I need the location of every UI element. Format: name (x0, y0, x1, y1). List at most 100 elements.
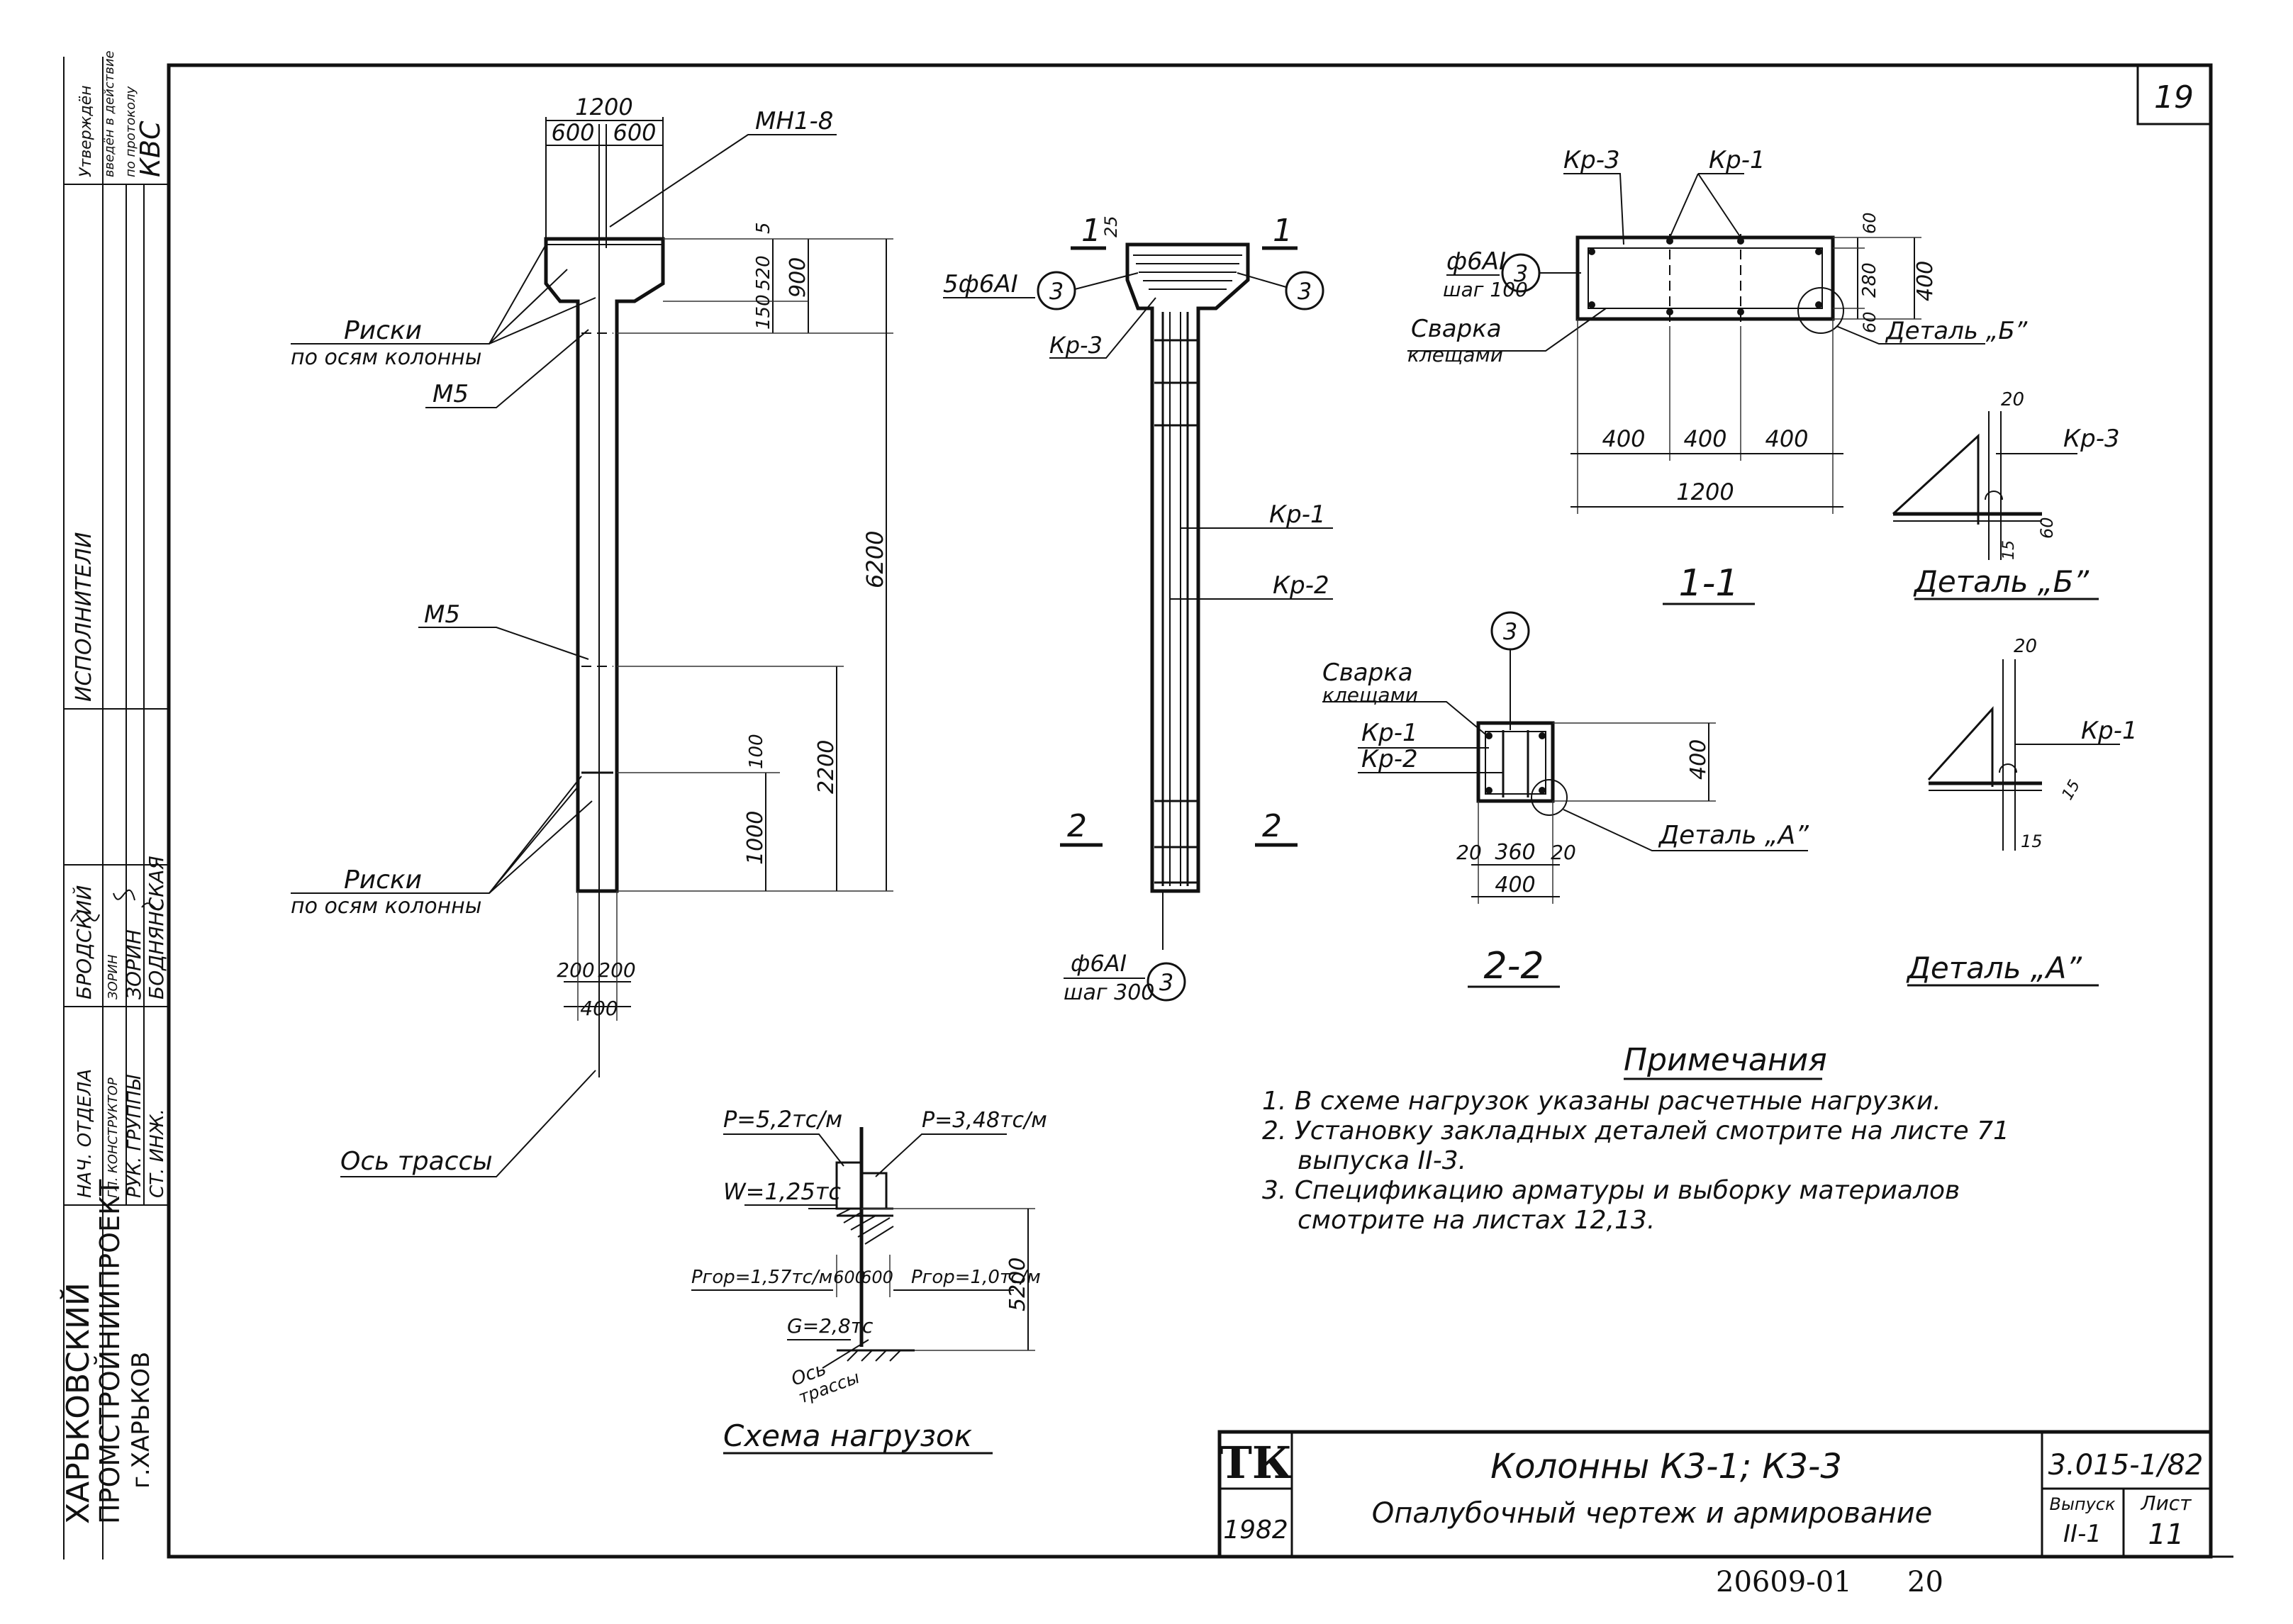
re-pos-3-left: 3 (1049, 278, 1064, 305)
formwork-elevation: 1200 600 600 МН1-8 5 520 150 900 6200 22… (291, 94, 893, 1177)
detail-b-dim-15: 15 (2000, 540, 2018, 560)
stamp-line-2: введён в действие (102, 50, 117, 177)
tb-subtitle: Опалубочный чертеж и армирование (1372, 1497, 1932, 1530)
sheet-number-box: 19 (2136, 65, 2211, 125)
ls-title: Схема нагрузок (723, 1418, 973, 1453)
fw-dim-200-right: 200 (598, 958, 635, 982)
left-stamp-strip: Утверждён введён в действие по протоколу… (59, 50, 169, 1559)
section-1-1: Кр-3 Кр-1 ф6АI шаг 100 3 Сварка клещами … (1407, 146, 2028, 605)
s22-detail-ref: Деталь „А” (1658, 821, 1809, 850)
detail-b-dim-60: 60 (2037, 517, 2057, 539)
re-dim-25: 25 (1101, 215, 1121, 237)
s11-dim-400-c: 400 (1765, 425, 1808, 452)
fw-dim-200-left: 200 (557, 958, 594, 982)
ls-p-right: Р=3,48тс/м (922, 1108, 1047, 1133)
stamp-line-3: по протоколу (123, 86, 138, 177)
stamp-line-1: Утверждён (77, 85, 95, 177)
tb-sheet-label: Лист (2141, 1491, 2192, 1515)
fw-marks-label-1: Риски (344, 316, 422, 345)
detail-a-dim-20: 20 (2014, 636, 2037, 657)
s11-detail-ref: Деталь „Б” (1885, 317, 2028, 345)
reinforcement-elevation: 1 1 25 5ф6АI 3 3 Кр-3 Кр-1 Кр-2 2 2 ф6АI… (943, 213, 1333, 1005)
s11-dim-400-v: 400 (1913, 261, 1938, 301)
fw-dim-520: 520 (753, 255, 774, 291)
re-pos-3-bottom: 3 (1159, 969, 1173, 996)
s11-bar-1: ф6АI (1446, 247, 1506, 276)
s11-title: 1-1 (1679, 562, 1739, 605)
note-1: 1. В схеме нагрузок указаны расчетные на… (1262, 1087, 1941, 1116)
re-kr3: Кр-3 (1049, 332, 1103, 359)
ls-wind: W=1,25тс (723, 1178, 841, 1205)
s11-weld-1: Сварка (1411, 315, 1502, 343)
ls-p-hor-right: Ргор=1,0тс/м (911, 1267, 1041, 1288)
ls-dim-600-b: 600 (861, 1267, 893, 1287)
fw-dim-600-right: 600 (613, 119, 656, 146)
name-1: БРОДСКИЙ (72, 885, 96, 999)
title-block: ТК 1982 Колонны К3-1; К3-3 Опалубочный ч… (1217, 1430, 2213, 1559)
detail-b-title: Деталь „Б” (1913, 564, 2090, 599)
tb-year: 1982 (1223, 1516, 1288, 1545)
fw-dim-400: 400 (580, 997, 618, 1020)
fw-marks-lower-2: по осям колонны (291, 894, 482, 919)
s22-dim-20-right: 20 (1551, 841, 1576, 864)
signatures (70, 889, 164, 922)
s11-kr3: Кр-3 (1563, 146, 1620, 174)
fw-embedded-part: МН1-8 (755, 107, 833, 135)
name-2: ЗОРИН (106, 954, 121, 999)
ls-dim-600-a: 600 (833, 1267, 866, 1287)
re-section-2-right: 2 (1262, 808, 1282, 844)
tb-series: 3.015-1/82 (2048, 1449, 2204, 1482)
note-3: 3. Спецификацию арматуры и выборку матер… (1262, 1176, 1960, 1205)
org-line-2: ПРОМСТРОЙНИИПРОЕКТ (94, 1179, 125, 1524)
notes-heading: Примечания (1624, 1042, 1827, 1078)
ls-weight: G=2,8тс (787, 1314, 874, 1338)
s22-kr2: Кр-2 (1361, 745, 1418, 773)
s22-dim-400-v: 400 (1686, 739, 1711, 780)
note-2-cont: выпуска II-3. (1298, 1146, 1466, 1175)
re-section-1-right: 1 (1273, 213, 1293, 249)
re-stirrup-1: ф6АI (1071, 950, 1127, 977)
footer-inventory: 20609-01 (1716, 1566, 1852, 1598)
s22-pos-3: 3 (1503, 618, 1517, 645)
detail-a-title: Деталь „А” (1906, 951, 2082, 985)
re-pos-3-right: 3 (1298, 278, 1312, 305)
org-line-1: ХАРЬКОВСКИЙ (59, 1282, 96, 1524)
section-2-2: 3 Сварка клещами Кр-1 Кр-2 400 Деталь „А… (1322, 611, 1809, 988)
s22-weld-1: Сварка (1322, 659, 1413, 687)
s11-dim-280: 280 (1859, 262, 1880, 298)
re-rebar-top: 5ф6АI (943, 270, 1018, 298)
name-4: БОДНЯНСКАЯ (145, 856, 168, 999)
org-city: г.ХАРЬКОВ (127, 1352, 155, 1489)
fw-dim-1000: 1000 (743, 811, 768, 865)
fw-route-axis: Ось трассы (340, 1147, 493, 1176)
ls-p-left: Р=5,2тс/м (723, 1106, 842, 1133)
s11-pos-3: 3 (1514, 260, 1528, 287)
note-3-cont: смотрите на листах 12,13. (1298, 1206, 1655, 1235)
re-section-2-left: 2 (1067, 808, 1087, 844)
detail-b-kr3: Кр-3 (2063, 425, 2120, 453)
detail-a-dim-15-bottom: 15 (2021, 831, 2043, 851)
footer: 20609-01 20 (1716, 1566, 1943, 1598)
s11-dim-60-bottom: 60 (1860, 311, 1880, 333)
load-scheme: Р=5,2тс/м Р=3,48тс/м W=1,25тс Ргор=1,57т… (691, 1106, 1047, 1455)
s22-dim-400-h: 400 (1495, 873, 1535, 897)
s11-weld-2: клещами (1407, 343, 1503, 366)
note-2: 2. Установку закладных деталей смотрите … (1262, 1116, 2009, 1146)
tb-issue: II-1 (2063, 1520, 2102, 1548)
footer-page: 20 (1907, 1566, 1943, 1598)
ls-dim-5200: 5200 (1005, 1258, 1030, 1311)
detail-a-dim-15-right: 15 (2059, 777, 2085, 803)
fw-marks-lower-1: Риски (344, 866, 422, 895)
s11-dim-60-top: 60 (1860, 212, 1880, 234)
fw-dim-6200: 6200 (861, 531, 888, 588)
fw-dim-5: 5 (753, 222, 774, 234)
detail-a-kr1: Кр-1 (2081, 717, 2138, 745)
detail-b: 20 Кр-3 60 15 Деталь „Б” (1892, 389, 2120, 600)
stamp-code: КВС (135, 121, 166, 177)
tb-logo: ТК (1220, 1437, 1293, 1489)
re-stirrup-2: шаг 300 (1064, 980, 1154, 1005)
role-3: РУК. ГРУППЫ (124, 1074, 145, 1198)
tb-issue-label: Выпуск (2050, 1494, 2116, 1514)
s11-dim-400-b: 400 (1683, 425, 1726, 452)
